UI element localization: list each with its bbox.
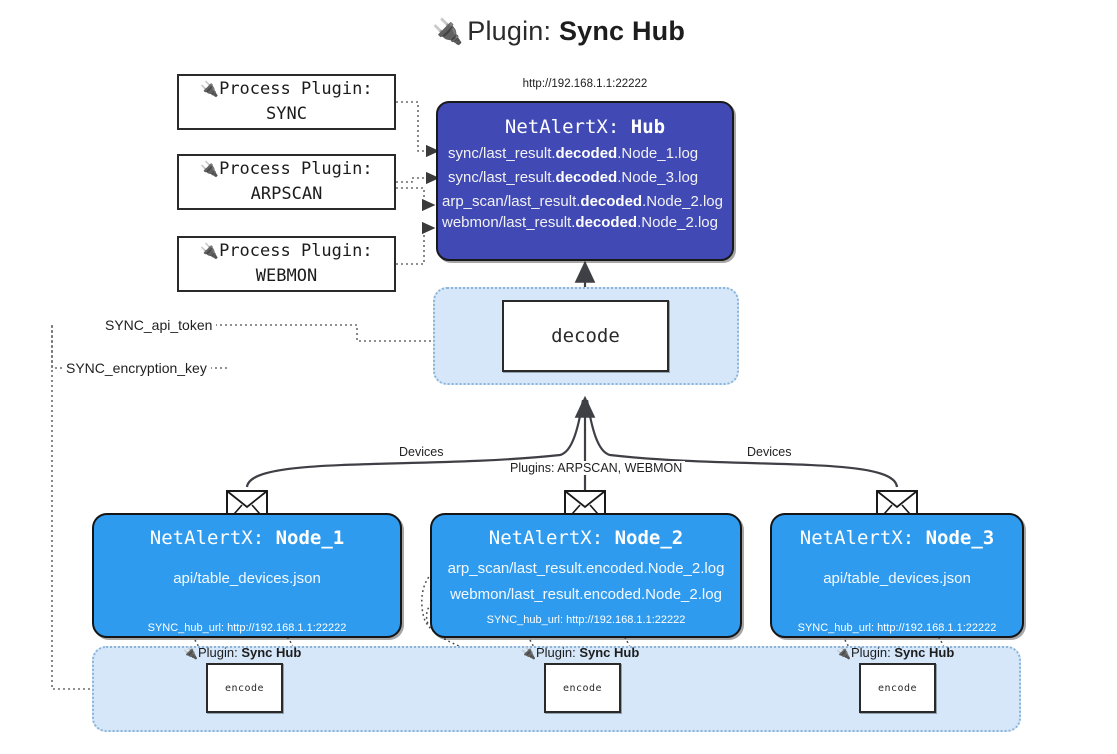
process-plugin-box-arpscan[interactable]: 🔌Process Plugin: ARPSCAN: [177, 154, 396, 210]
page-title: 🔌Plugin: Sync Hub: [0, 16, 1117, 47]
node-box-node-2[interactable]: NetAlertX: Node_2 arp_scan/last_result.e…: [430, 513, 742, 638]
node-row: api/table_devices.json: [173, 570, 321, 587]
electric-plug-icon: 🔌: [200, 160, 220, 179]
edge-label-devices-right: Devices: [744, 445, 795, 459]
node-row: api/table_devices.json: [823, 570, 971, 587]
node-hub-url: SYNC_hub_url: http://192.168.1.1:22222: [147, 622, 347, 634]
process-plugin-name: ARPSCAN: [250, 184, 323, 204]
title-prefix: Plugin:: [467, 16, 552, 46]
wire-webmon-to-hub: [396, 221, 436, 265]
encode-box-node-3[interactable]: encode: [859, 663, 936, 713]
encode-box-node-2[interactable]: encode: [544, 663, 621, 713]
electric-plug-icon: 🔌: [200, 242, 220, 261]
wire-sync-to-hub: [396, 101, 440, 158]
process-plugin-box-sync[interactable]: 🔌Process Plugin: SYNC: [177, 74, 396, 130]
encode-plugin-label-1: 🔌Plugin: Sync Hub: [183, 645, 302, 660]
process-plugin-label: Process Plugin:: [219, 159, 373, 180]
hub-node[interactable]: NetAlertX: Hub sync/last_result.decoded.…: [436, 101, 734, 261]
secret-label-encryption-key: SYNC_encryption_key: [62, 360, 211, 376]
electric-plug-icon: 🔌: [183, 646, 198, 660]
hub-log-row: arp_scan/last_result.decoded.Node_2.log: [442, 193, 723, 210]
node-title: NetAlertX: Node_3: [799, 527, 995, 549]
encode-plugin-label-2: 🔌Plugin: Sync Hub: [521, 645, 640, 660]
process-plugin-name: SYNC: [266, 104, 307, 124]
edge-label-devices-left: Devices: [396, 445, 447, 459]
node-title: NetAlertX: Node_2: [488, 527, 684, 549]
edge-label-plugins-center: Plugins: ARPSCAN, WEBMON: [507, 461, 686, 475]
process-plugin-box-webmon[interactable]: 🔌Process Plugin: WEBMON: [177, 236, 396, 292]
process-plugin-label: Process Plugin:: [219, 79, 373, 100]
electric-plug-icon: 🔌: [521, 646, 536, 660]
hub-log-row: sync/last_result.decoded.Node_1.log: [448, 145, 699, 162]
wire-arpscan-to-hub-1: [396, 171, 440, 185]
encode-box-node-1[interactable]: encode: [206, 663, 283, 713]
electric-plug-icon: 🔌: [836, 646, 851, 660]
hub-url-label: http://192.168.1.1:22222: [522, 78, 648, 90]
node-row: arp_scan/last_result.encoded.Node_2.log: [447, 560, 725, 577]
node-box-node-3[interactable]: NetAlertX: Node_3 api/table_devices.json…: [770, 513, 1024, 638]
electric-plug-icon: 🔌: [200, 80, 220, 99]
electric-plug-icon: 🔌: [431, 18, 464, 46]
hub-log-row: sync/last_result.decoded.Node_3.log: [448, 169, 699, 186]
hub-title-name: Hub: [630, 116, 666, 138]
hub-title: NetAlertX: Hub: [438, 116, 732, 138]
node-row: webmon/last_result.encoded.Node_2.log: [450, 586, 722, 603]
hub-title-prefix: NetAlertX:: [504, 116, 620, 138]
title-name: Sync Hub: [558, 16, 686, 46]
node-title: NetAlertX: Node_1: [149, 527, 345, 549]
secret-label-api-token: SYNC_api_token: [101, 317, 217, 333]
node-box-node-1[interactable]: NetAlertX: Node_1 api/table_devices.json…: [92, 513, 402, 638]
encode-plugin-label-3: 🔌Plugin: Sync Hub: [836, 645, 955, 660]
node-hub-url: SYNC_hub_url: http://192.168.1.1:22222: [486, 614, 686, 626]
process-plugin-label: Process Plugin:: [219, 241, 373, 262]
decode-box[interactable]: decode: [502, 300, 669, 372]
node-hub-url: SYNC_hub_url: http://192.168.1.1:22222: [797, 622, 997, 634]
hub-log-row: webmon/last_result.decoded.Node_2.log: [442, 214, 718, 231]
wire-arpscan-to-hub-2: [396, 187, 436, 212]
process-plugin-name: WEBMON: [255, 266, 318, 286]
